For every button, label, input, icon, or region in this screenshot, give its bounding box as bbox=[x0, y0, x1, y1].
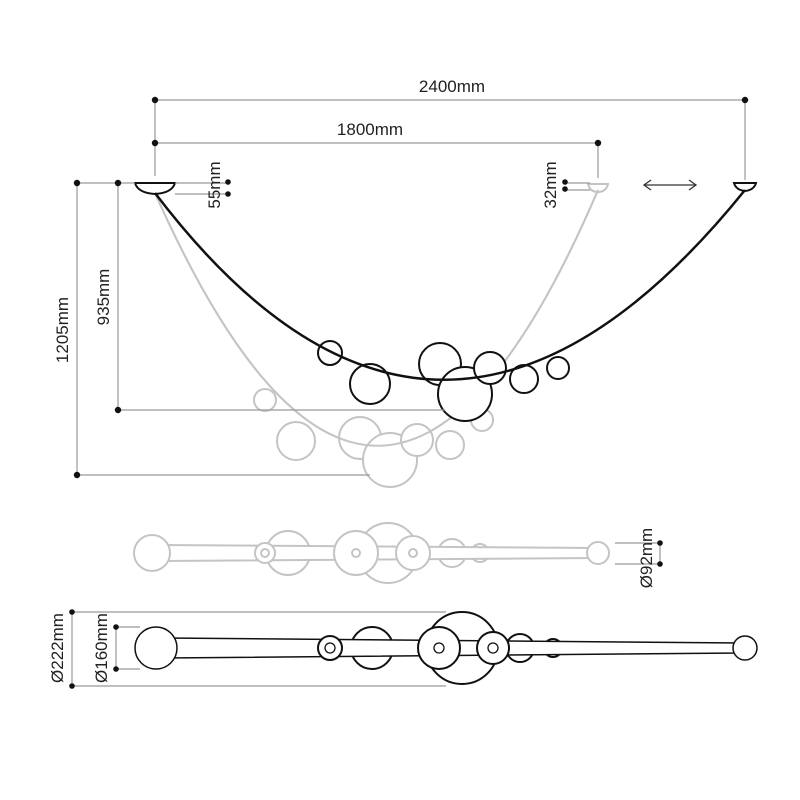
label-55: 55mm bbox=[205, 161, 224, 208]
dimension-55: 55mm bbox=[175, 161, 231, 209]
label-935: 935mm bbox=[94, 269, 113, 326]
label-32: 32mm bbox=[541, 161, 560, 208]
lamp-top-view bbox=[134, 611, 758, 685]
label-92: Ø92mm bbox=[637, 528, 656, 588]
dimension-1800: 1800mm bbox=[151, 120, 602, 178]
dimension-2400: 2400mm bbox=[151, 77, 749, 180]
label-222: Ø222mm bbox=[48, 613, 67, 683]
dimension-1205: 1205mm bbox=[53, 179, 370, 479]
adjust-arrow-icon bbox=[642, 179, 698, 191]
label-1205: 1205mm bbox=[53, 297, 72, 363]
dimension-935: 935mm bbox=[94, 179, 445, 414]
dimension-222: Ø222mm bbox=[48, 609, 446, 689]
ghost-lamp-top-view bbox=[133, 522, 610, 584]
dimension-92: Ø92mm bbox=[615, 528, 663, 588]
label-2400: 2400mm bbox=[419, 77, 485, 96]
lamp-side-view bbox=[133, 182, 758, 422]
label-160: Ø160mm bbox=[92, 613, 111, 683]
canopy-right bbox=[732, 182, 758, 193]
ghost-lamp-side-view bbox=[154, 183, 610, 488]
label-1800: 1800mm bbox=[337, 120, 403, 139]
dimension-32: 32mm bbox=[541, 161, 590, 209]
dimension-160: Ø160mm bbox=[92, 613, 140, 683]
canopy-left bbox=[133, 182, 177, 196]
